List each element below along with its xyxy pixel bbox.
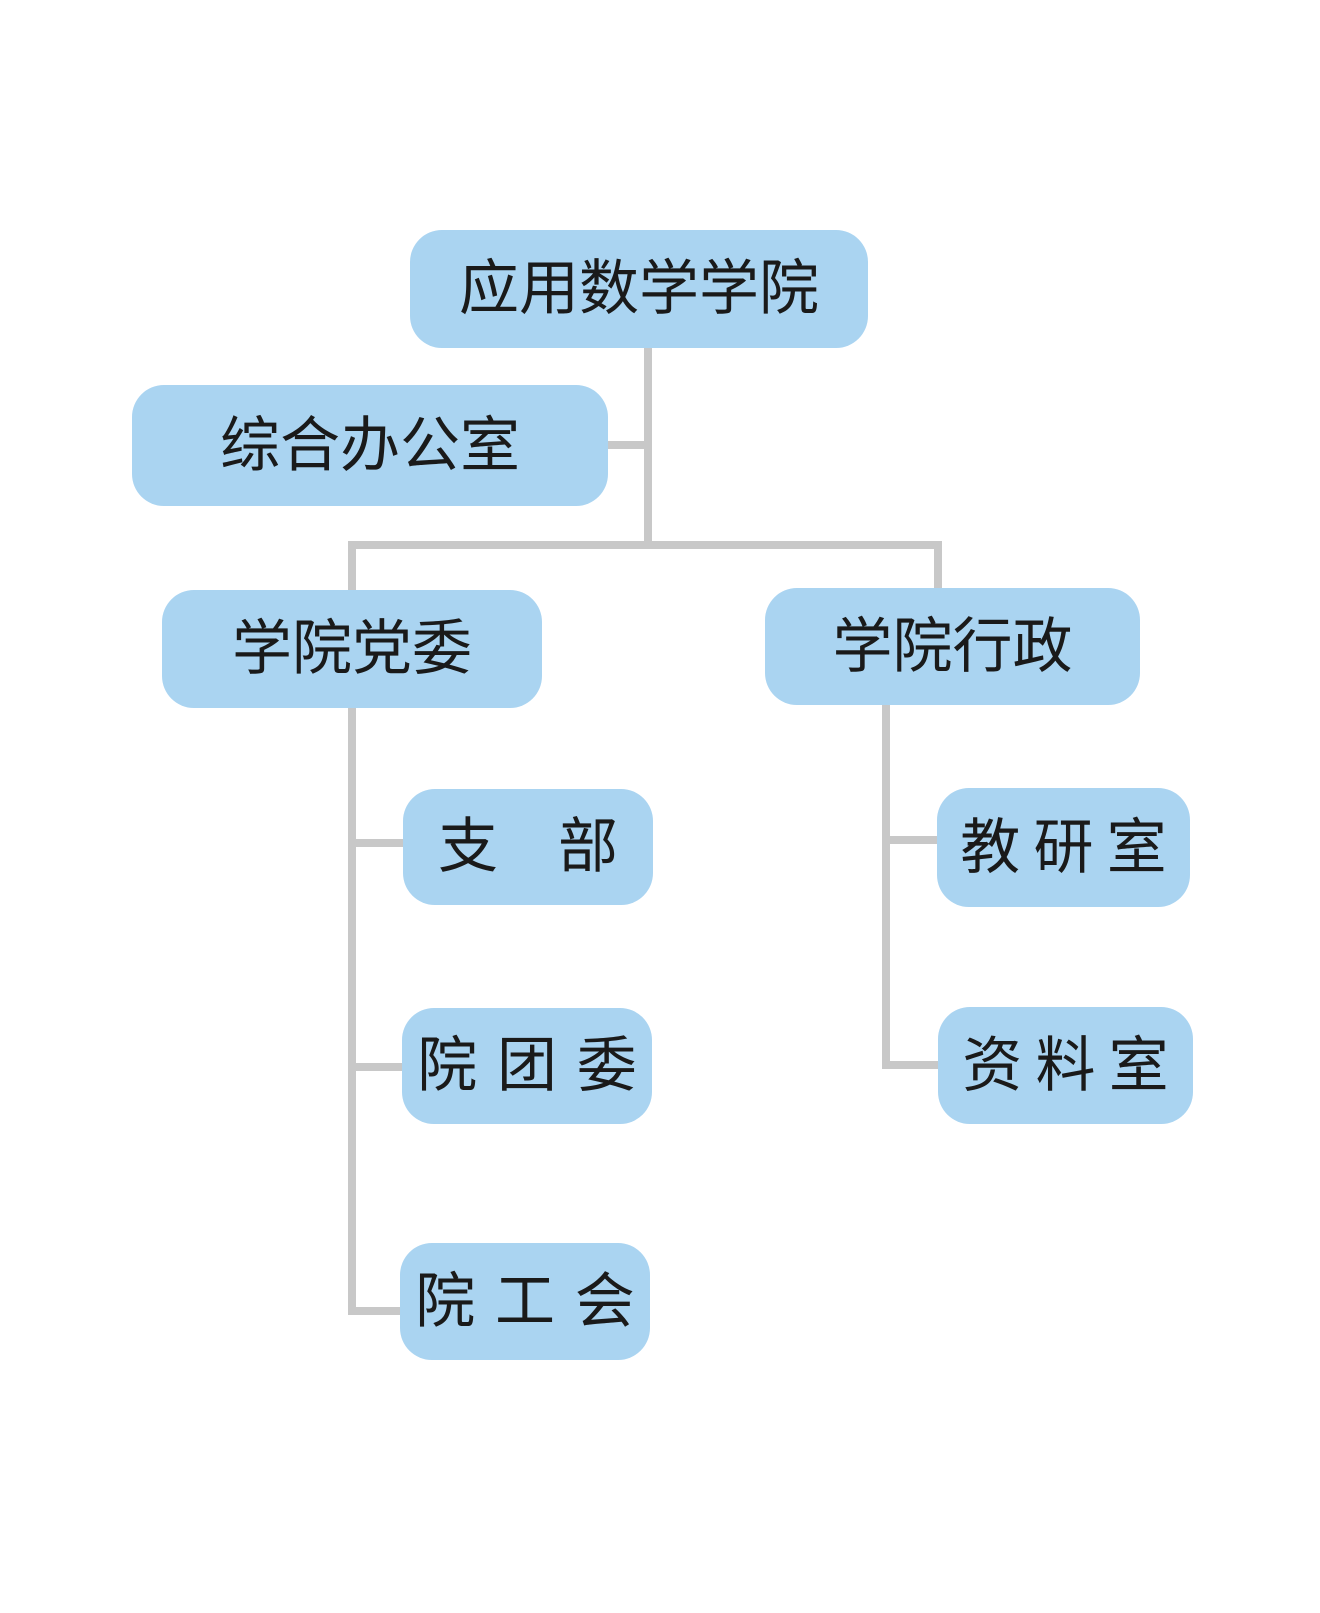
node-reference-room: 资料室 — [938, 1007, 1193, 1124]
node-general-office: 综合办公室 — [132, 385, 608, 506]
node-root-college-label: 应用数学学院 — [459, 256, 819, 322]
connector-administration-spine — [882, 705, 890, 1069]
node-labor-union-label: 院工会 — [415, 1268, 655, 1335]
connector-party-committee-spine — [348, 708, 356, 1315]
node-youth-league-label: 院团委 — [417, 1033, 657, 1099]
node-root-college: 应用数学学院 — [410, 230, 868, 348]
node-reference-room-label: 资料室 — [962, 1032, 1182, 1099]
connector-teaching-research-stub — [890, 836, 937, 844]
node-administration-label: 学院行政 — [832, 613, 1073, 680]
node-party-branch: 支部 — [403, 789, 653, 905]
connector-labor-union-stub — [356, 1307, 400, 1315]
connector-general-office-stub — [608, 441, 652, 449]
node-party-committee-label: 学院党委 — [232, 616, 472, 682]
node-labor-union: 院工会 — [400, 1243, 650, 1360]
node-party-committee: 学院党委 — [162, 590, 542, 708]
connector-main-horizontal — [348, 541, 942, 549]
node-party-branch-label: 支部 — [438, 814, 678, 880]
node-teaching-research-label: 教研室 — [960, 814, 1180, 881]
connector-party-branch-stub — [356, 839, 403, 847]
node-general-office-label: 综合办公室 — [220, 412, 520, 479]
connector-party-committee-drop — [348, 549, 356, 590]
node-administration: 学院行政 — [765, 588, 1140, 705]
connector-administration-drop — [934, 549, 942, 588]
node-youth-league: 院团委 — [402, 1008, 652, 1124]
node-teaching-research: 教研室 — [937, 788, 1190, 907]
connector-youth-league-stub — [356, 1063, 402, 1071]
connector-reference-room-stub — [890, 1061, 938, 1069]
